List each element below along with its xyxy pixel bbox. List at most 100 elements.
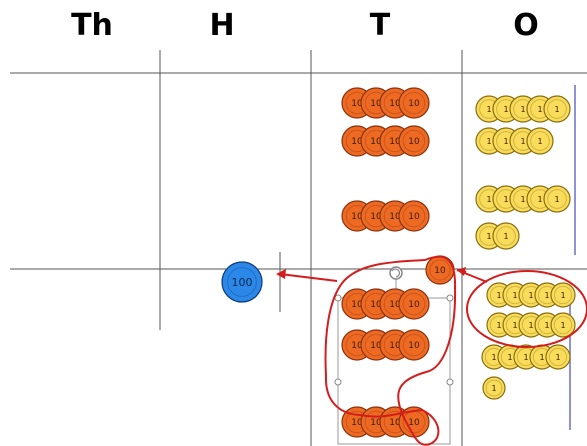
ten-coin-face <box>398 125 430 157</box>
one-coin-label: 1 <box>520 137 525 146</box>
one-coin-label: 1 <box>503 232 508 241</box>
one-coin-label: 1 <box>486 105 491 114</box>
ten-coin-rim <box>429 259 451 281</box>
ten-coin-label: 10 <box>434 266 446 276</box>
ten-coin-label: 10 <box>370 212 382 222</box>
ten-coin-label: 10 <box>408 99 420 109</box>
annotations <box>279 255 587 446</box>
ten-coin-r4-4[interactable]: 10 <box>398 288 430 320</box>
one-coin-label: 1 <box>486 137 491 146</box>
handle-tr[interactable] <box>446 294 454 302</box>
one-coin-label: 1 <box>507 353 512 362</box>
ones-group-outline <box>466 270 587 348</box>
one-coin-rim <box>547 99 567 119</box>
hundred-coin-face <box>221 261 263 303</box>
hundred-coin-label: 100 <box>232 276 253 289</box>
one-coin-label: 1 <box>491 353 496 362</box>
one-coin-label: 1 <box>555 353 560 362</box>
arrow-icon <box>276 267 466 279</box>
one-coin-label: 1 <box>486 232 491 241</box>
ten-coin-rim <box>402 204 426 228</box>
arrowhead-tens-to-hundreds <box>276 269 286 279</box>
ten-coin-label: 10 <box>370 99 382 109</box>
one-coin-r4-2[interactable]: 1 <box>492 222 520 250</box>
header-tens: T <box>369 8 391 43</box>
arrowhead-ones-to-tens <box>457 267 466 276</box>
tens-group-outline <box>324 255 457 446</box>
ten-coin-label: 10 <box>389 212 401 222</box>
one-coin-face <box>526 127 554 155</box>
one-coin-rim <box>496 226 516 246</box>
one-coin-label: 1 <box>539 353 544 362</box>
ten-coin-label: 10 <box>408 418 420 428</box>
ten-coin-label: 10 <box>408 341 420 351</box>
header-hundreds: H <box>209 8 235 43</box>
ten-coin-label: 10 <box>370 137 382 147</box>
ten-coin-label: 10 <box>370 341 382 351</box>
one-coin-rim <box>548 347 568 367</box>
ten-coin-label: 10 <box>351 137 363 147</box>
header-ones: O <box>513 8 539 43</box>
ten-coin-label: 10 <box>370 300 382 310</box>
ten-coin-label: 10 <box>408 212 420 222</box>
ten-coin-rim <box>402 292 426 316</box>
one-coin-rim <box>553 315 573 335</box>
one-coin-label: 1 <box>512 291 517 300</box>
handle-mr[interactable] <box>446 378 454 386</box>
one-coin-face <box>543 185 571 213</box>
ten-coin-label: 10 <box>351 300 363 310</box>
handle-ml[interactable] <box>334 378 342 386</box>
ten-coin-label: 10 <box>389 418 401 428</box>
ten-coin-rim <box>402 129 426 153</box>
one-coin-face <box>545 344 571 370</box>
ten-coin-face <box>398 87 430 119</box>
ten-coin-label: 10 <box>389 137 401 147</box>
one-coin-label: 1 <box>560 291 565 300</box>
one-coin-r8-1[interactable]: 1 <box>482 376 506 400</box>
one-coin-label: 1 <box>503 105 508 114</box>
one-coin-label: 1 <box>496 291 501 300</box>
ten-coin-face <box>398 288 430 320</box>
arrow-tens-to-hundreds <box>279 273 338 282</box>
ten-coin-label: 10 <box>351 418 363 428</box>
one-coin-r1-5[interactable]: 1 <box>543 95 571 123</box>
one-coin-r2-4[interactable]: 1 <box>526 127 554 155</box>
one-coin-label: 1 <box>537 137 542 146</box>
one-coin-r5-5[interactable]: 1 <box>550 282 576 308</box>
one-coin-label: 1 <box>554 195 559 204</box>
grid-lines <box>10 50 587 446</box>
one-coin-label: 1 <box>560 321 565 330</box>
ten-coin-r5-4[interactable]: 10 <box>398 329 430 361</box>
one-coin-label: 1 <box>528 321 533 330</box>
one-coin-face <box>550 282 576 308</box>
one-coin-label: 1 <box>503 137 508 146</box>
one-coin-label: 1 <box>523 353 528 362</box>
one-coin-label: 1 <box>486 195 491 204</box>
one-coin-label: 1 <box>544 321 549 330</box>
one-coin-label: 1 <box>554 105 559 114</box>
ten-coin-label: 10 <box>351 212 363 222</box>
ten-coin-label: 10 <box>370 418 382 428</box>
one-coin-rim <box>553 285 573 305</box>
one-coin-face <box>550 312 576 338</box>
ten-coin-label: 10 <box>351 99 363 109</box>
hundred-coin[interactable]: 100 <box>221 261 263 303</box>
ten-coin-rim <box>402 91 426 115</box>
one-coin-label: 1 <box>503 195 508 204</box>
one-coin-face <box>482 376 506 400</box>
ten-coin-r2-4[interactable]: 10 <box>398 125 430 157</box>
one-coin-r6-5[interactable]: 1 <box>550 312 576 338</box>
ten-coin-r1-4[interactable]: 10 <box>398 87 430 119</box>
one-coin-label: 1 <box>537 105 542 114</box>
ten-coin-label: 10 <box>389 300 401 310</box>
one-coin-label: 1 <box>520 105 525 114</box>
rotate-icon[interactable] <box>389 266 403 280</box>
one-coin-r7-5[interactable]: 1 <box>545 344 571 370</box>
one-coin-rim <box>547 189 567 209</box>
ten-coin-r3-4[interactable]: 10 <box>398 200 430 232</box>
one-coin-face <box>492 222 520 250</box>
one-coin-r3-5[interactable]: 1 <box>543 185 571 213</box>
ten-coin-face <box>398 200 430 232</box>
one-coin-label: 1 <box>537 195 542 204</box>
